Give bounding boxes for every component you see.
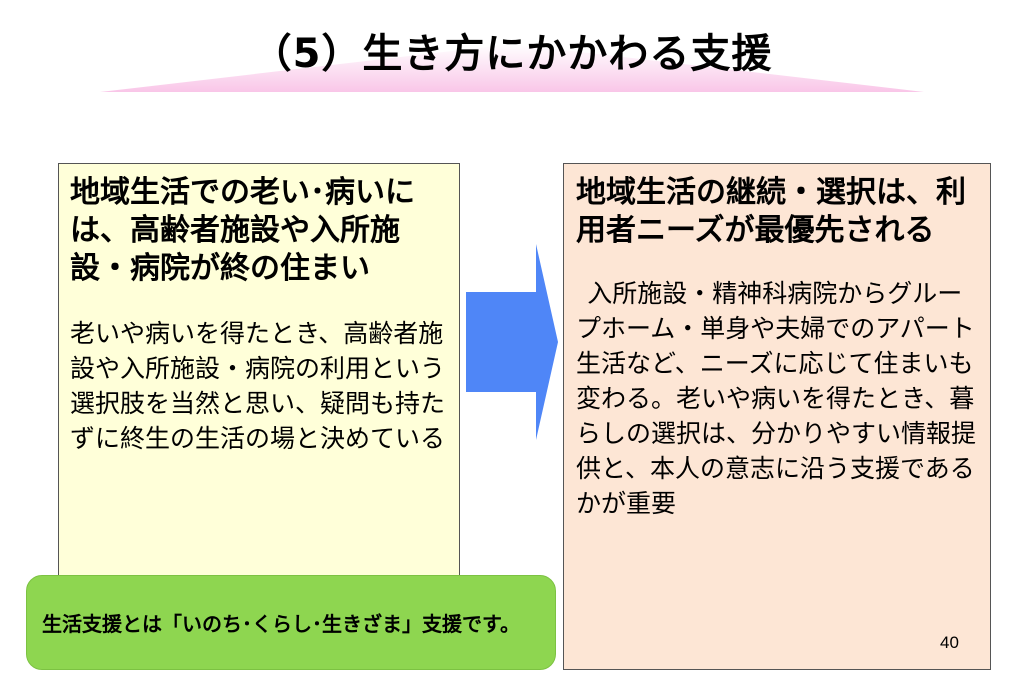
page-title: （5）生き方にかかわる支援 xyxy=(251,31,773,77)
right-arrow-icon xyxy=(466,244,558,440)
summary-box: 生活支援とは「いのち･くらし･生きざま」支援です。 xyxy=(26,575,556,670)
right-panel: 地域生活の継続・選択は、利用者ニーズが最優先される 入所施設・精神科病院からグル… xyxy=(563,163,991,670)
page-number: 40 xyxy=(940,633,959,652)
left-panel-body: 老いや病いを得たとき、高齢者施設や入所施設・病院の利用という選択肢を当然と思い、… xyxy=(70,319,446,453)
left-panel-heading: 地域生活での老い･病いには、高齢者施設や入所施設・病院が終の住まい xyxy=(70,175,415,286)
right-panel-heading: 地域生活の継続・選択は、利用者ニーズが最優先される xyxy=(576,175,966,248)
summary-text: 生活支援とは「いのち･くらし･生きざま」支援です。 xyxy=(42,612,520,636)
title-band xyxy=(100,38,924,94)
right-panel-body: 入所施設・精神科病院からグループホーム・単身や夫婦でのアパート生活など、ニーズに… xyxy=(576,279,977,518)
left-panel: 地域生活での老い･病いには、高齢者施設や入所施設・病院が終の住まい 老いや病いを… xyxy=(58,163,460,623)
